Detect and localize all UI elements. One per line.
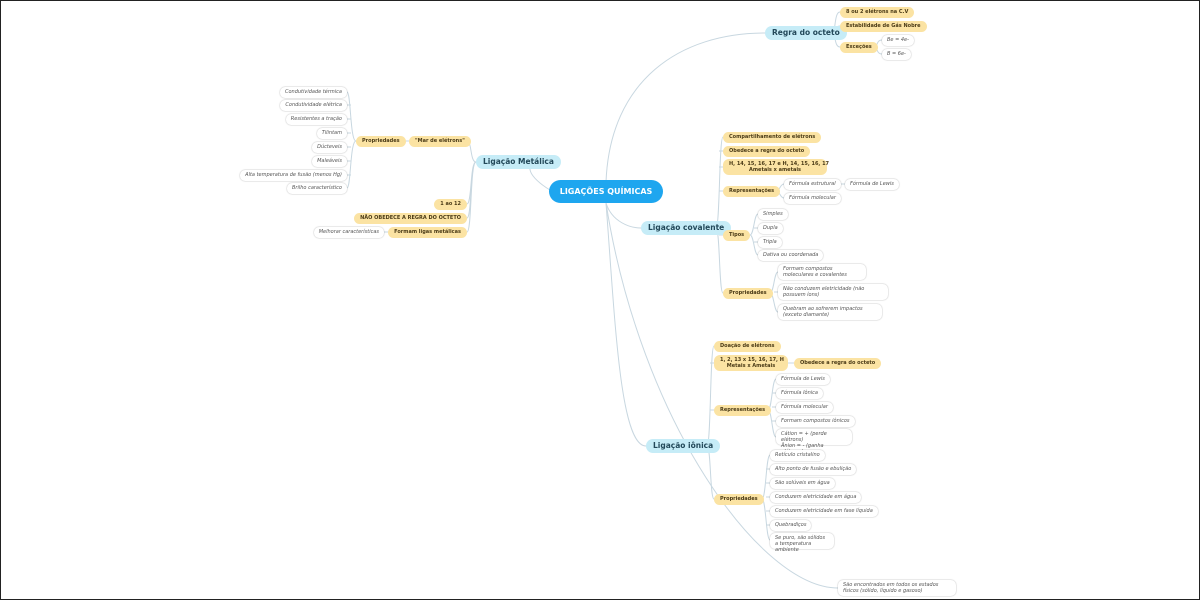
ionica-cation: Cátion = + (perde elétrons)	[781, 431, 827, 443]
metalica-melhorar[interactable]: Melhorar características	[313, 227, 384, 238]
ionica-prop-item[interactable]: Retículo cristalino	[770, 450, 825, 461]
metalica-propriedades[interactable]: Propriedades	[356, 136, 406, 147]
link-root-covalente	[605, 202, 642, 229]
covalente-obedece[interactable]: Obedece a regra do octeto	[723, 146, 811, 157]
metalica-prop-item[interactable]: Alta temperatura de fusão (menos Hg)	[240, 170, 347, 181]
link-root-regra	[605, 32, 766, 183]
link-root-estados	[605, 202, 839, 589]
covalente-rep-molecular[interactable]: Fórmula molecular	[784, 193, 841, 204]
regra-excecoes[interactable]: Exceções	[840, 42, 878, 53]
ionica-prop-solidos[interactable]: Se puro, são sólidos a temperatura ambie…	[770, 533, 834, 553]
ionica-familias-line2: Metais x Ametais	[726, 363, 776, 369]
link-props-ion	[761, 454, 771, 541]
link-ion-bracket	[706, 345, 715, 500]
covalente-tipo-dupla[interactable]: Dupla	[758, 223, 783, 234]
ionica-propriedades[interactable]: Propriedades	[714, 494, 764, 505]
covalente-compartilhamento[interactable]: Compartilhamento de elétrons	[723, 132, 822, 143]
covalente-tipo-dativa[interactable]: Dativa ou coordenada	[758, 250, 824, 261]
covalente-familias-line1: H, 14, 15, 16, 17 e H, 14, 15, 16, 17	[729, 161, 830, 167]
metalica-familias[interactable]: 1 ao 12	[434, 199, 467, 210]
covalente-propriedades[interactable]: Propriedades	[723, 288, 773, 299]
ionica-doacao[interactable]: Doação de elétrons	[714, 341, 781, 352]
covalente-tipo-tripla[interactable]: Tripla	[758, 237, 782, 248]
ionica-obedece[interactable]: Obedece a regra do octeto	[794, 358, 882, 369]
ionica-familias[interactable]: 1, 2, 13 x 15, 16, 17, H Metais x Ametai…	[714, 355, 788, 371]
ionica-prop-item[interactable]: São solúveis em água	[770, 478, 835, 489]
metalica-mar-eletrons[interactable]: "Mar de elétrons"	[409, 136, 471, 147]
metalica-prop-item[interactable]: Dúcteveis	[312, 142, 347, 153]
estados-fisicos[interactable]: São encontrados em todos os estados físi…	[838, 580, 956, 596]
ionica-prop-item[interactable]: Alto ponto de fusão e ebulição	[770, 464, 857, 475]
metalica-prop-item[interactable]: Condutividade térmica	[279, 87, 347, 98]
metalica-prop-item[interactable]: Condutividade elétrica	[280, 100, 347, 111]
topic-ligacao-ionica[interactable]: Ligação iônica	[646, 439, 721, 453]
link-ion-mid	[710, 362, 714, 411]
link-root-ionica	[605, 202, 647, 447]
metalica-prop-item[interactable]: Resistentes a tração	[285, 114, 347, 125]
ionica-rep-item[interactable]: Fórmula de Lewis	[776, 374, 830, 385]
ionica-prop-item[interactable]: Quebradiços	[770, 520, 812, 531]
metalica-prop-item[interactable]: Maleáveis	[312, 156, 347, 167]
link-prop-mid	[347, 104, 351, 176]
regra-item-gas-nobre[interactable]: Estabilidade de Gás Nobre	[840, 21, 927, 32]
link-cov-mid	[719, 150, 723, 236]
link-cov-bracket	[715, 136, 724, 294]
ionica-rep-cation-anion[interactable]: Cátion = + (perde elétrons) Ânion = - (g…	[776, 429, 852, 455]
topic-ligacao-covalente[interactable]: Ligação covalente	[641, 221, 732, 235]
metalica-prop-item[interactable]: Tilintam	[316, 128, 347, 139]
root-node[interactable]: LIGAÇÕES QUÍMICAS	[549, 180, 663, 203]
link-prop-bracket	[346, 91, 357, 189]
covalente-rep-lewis[interactable]: Fórmula de Lewis	[845, 179, 899, 190]
covalente-tipo-simples[interactable]: Simples	[758, 209, 788, 220]
link-rep-ion	[767, 378, 777, 438]
metalica-prop-item[interactable]: Brilho característico	[286, 183, 347, 194]
ionica-familias-line1: 1, 2, 13 x 15, 16, 17, H	[720, 357, 784, 363]
covalente-familias[interactable]: H, 14, 15, 16, 17 e H, 14, 15, 16, 17 Am…	[723, 159, 830, 175]
excecao-b[interactable]: B = 6e-	[882, 49, 911, 60]
covalente-familias-line2: Ametais x ametais	[748, 167, 802, 173]
ionica-representacoes[interactable]: Representações	[714, 405, 772, 416]
metalica-ligas[interactable]: Formam ligas metálicas	[388, 227, 467, 238]
regra-item-cv[interactable]: 8 ou 2 elétrons na C.V	[840, 7, 915, 18]
topic-regra-octeto[interactable]: Regra do octeto	[765, 26, 847, 40]
metalica-nao-obedece[interactable]: NÃO OBEDECE A REGRA DO OCTETO	[354, 213, 467, 224]
covalente-prop-compostos[interactable]: Formam compostos moleculares e covalente…	[778, 264, 866, 280]
covalente-prop-eletricidade[interactable]: Não conduzem eletricidade (não possuem í…	[778, 284, 888, 300]
ionica-prop-item[interactable]: Conduzem eletricidade em água	[770, 492, 862, 503]
topic-ligacao-metalica[interactable]: Ligação Metálica	[476, 155, 561, 169]
covalente-tipos[interactable]: Tipos	[723, 230, 751, 241]
ionica-prop-item[interactable]: Conduzem eletricidade em fase líquida	[770, 506, 878, 517]
covalente-representacoes[interactable]: Representações	[723, 186, 781, 197]
covalente-rep-estrutural[interactable]: Fórmula estrutural	[784, 179, 841, 190]
ionica-rep-item[interactable]: Formam compostos iônicos	[776, 416, 855, 427]
covalente-prop-impactos[interactable]: Quebram ao sofrerem impactos (exceto dia…	[778, 304, 882, 320]
link-metalica-ligas	[466, 161, 477, 233]
ionica-rep-item[interactable]: Fórmula Iônica	[776, 388, 823, 399]
excecao-be[interactable]: Be = 4e-	[882, 35, 914, 46]
ionica-rep-item[interactable]: Fórmula molecular	[776, 402, 833, 413]
link-tipos	[749, 213, 759, 256]
